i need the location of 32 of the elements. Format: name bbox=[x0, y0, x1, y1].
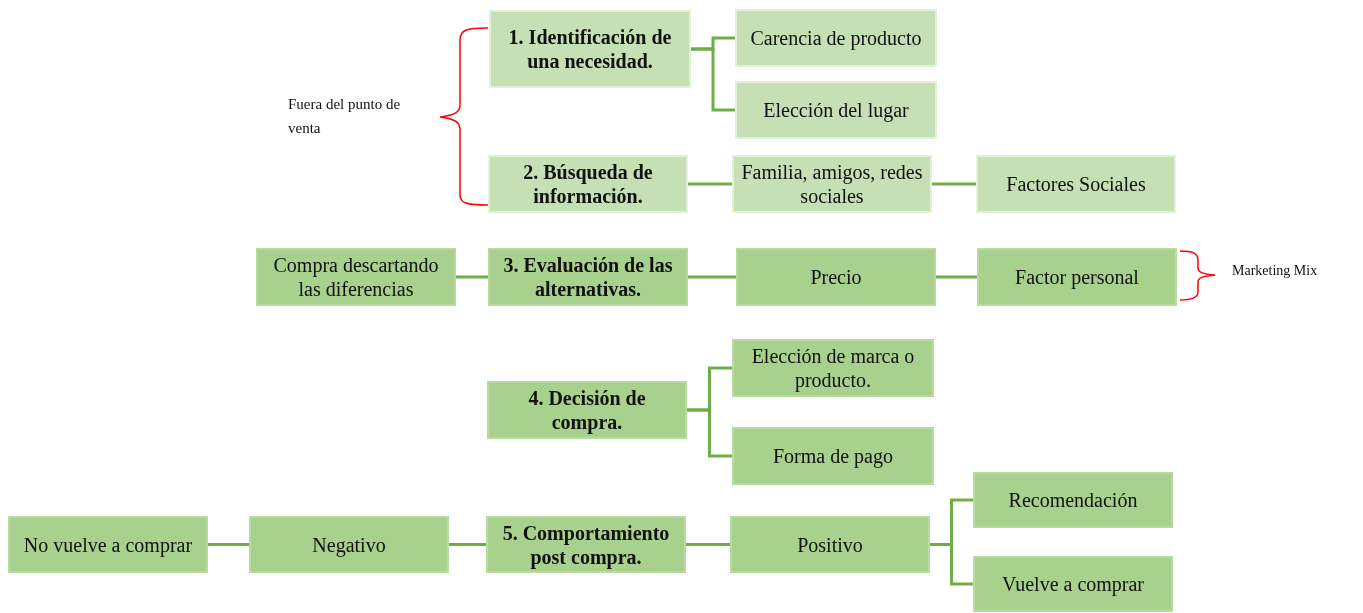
process-box: Familia, amigos, redes sociales bbox=[732, 155, 932, 213]
connector-line bbox=[456, 275, 488, 279]
process-box: Factor personal bbox=[977, 248, 1177, 306]
process-box: Vuelve a comprar bbox=[973, 556, 1173, 612]
connector-line bbox=[208, 543, 249, 546]
connector-line bbox=[932, 182, 976, 186]
process-box: Carencia de producto bbox=[735, 9, 937, 67]
connector-line bbox=[688, 182, 732, 186]
connector-line bbox=[691, 47, 735, 112]
connector-line bbox=[930, 543, 973, 586]
process-box: No vuelve a comprar bbox=[8, 516, 208, 573]
process-box: Factores Sociales bbox=[976, 155, 1176, 213]
process-box: 5. Comportamiento post compra. bbox=[486, 516, 686, 573]
process-box: Precio bbox=[736, 248, 936, 306]
process-box: 3. Evaluación de las alternativas. bbox=[488, 248, 688, 306]
process-box: 4. Decisión de compra. bbox=[487, 381, 687, 439]
connector-line bbox=[449, 543, 486, 546]
process-box: 1. Identificación de una necesidad. bbox=[489, 10, 691, 88]
process-box: 2. Búsqueda de información. bbox=[488, 155, 688, 213]
note-text: Fuera del punto de venta bbox=[288, 95, 402, 138]
connector-line bbox=[936, 275, 977, 279]
process-box: Elección de marca o producto. bbox=[732, 339, 934, 397]
process-box: Recomendación bbox=[973, 472, 1173, 528]
process-box: Compra descartando las diferencias bbox=[256, 248, 456, 306]
process-box: Positivo bbox=[730, 516, 930, 573]
connector-line bbox=[687, 408, 732, 458]
process-box: Elección del lugar bbox=[735, 81, 937, 139]
note-text: Marketing Mix bbox=[1232, 262, 1319, 280]
process-box: Negativo bbox=[249, 516, 449, 573]
process-box: Forma de pago bbox=[732, 427, 934, 485]
connector-line bbox=[688, 275, 736, 279]
connector-line bbox=[686, 543, 730, 546]
